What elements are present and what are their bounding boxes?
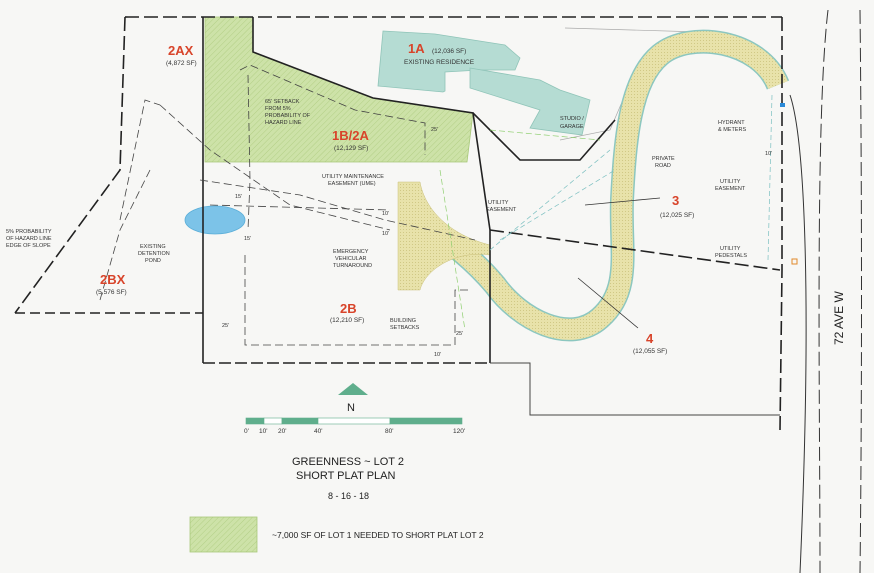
green-dash-lines bbox=[439, 129, 601, 331]
utility-easement-lines bbox=[489, 94, 773, 261]
lot-2ax-label: 2AX bbox=[168, 43, 194, 58]
legend-swatch bbox=[189, 516, 258, 553]
studio-garage-footprint bbox=[469, 67, 591, 136]
lot-2b-area: (12,210 SF) bbox=[330, 317, 364, 324]
arrows bbox=[577, 197, 661, 329]
lot-1a-area: (12,036 SF) bbox=[432, 48, 466, 55]
street-lines bbox=[789, 9, 862, 573]
scale-bar bbox=[245, 417, 463, 425]
lot-1a-label: 1A bbox=[408, 41, 425, 56]
svg-text:20': 20' bbox=[278, 428, 286, 435]
svg-text:0': 0' bbox=[244, 428, 249, 435]
lot-1a-desc: EXISTING RESIDENCE bbox=[404, 59, 475, 66]
studio-garage-note: STUDIO /GARAGE bbox=[560, 116, 584, 130]
street-label: 72 AVE W bbox=[832, 291, 846, 345]
hydrant-icon bbox=[780, 103, 785, 107]
svg-text:80': 80' bbox=[385, 428, 393, 435]
lot-2ax-area: (4,872 SF) bbox=[166, 60, 197, 67]
svg-text:15': 15' bbox=[244, 236, 251, 242]
svg-text:25': 25' bbox=[456, 331, 463, 337]
svg-text:40': 40' bbox=[314, 428, 322, 435]
lot-1b2a-area: (12,129 SF) bbox=[334, 145, 368, 152]
north-label: N bbox=[347, 402, 355, 414]
svg-text:10': 10' bbox=[434, 352, 441, 358]
lot-2bx-label: 2BX bbox=[100, 272, 126, 287]
setback-lines bbox=[99, 64, 476, 346]
svg-text:120': 120' bbox=[453, 428, 465, 435]
svg-text:10': 10' bbox=[765, 151, 772, 157]
legend-text: ~7,000 SF OF LOT 1 NEEDED TO SHORT PLAT … bbox=[272, 530, 484, 540]
svg-text:10': 10' bbox=[259, 428, 267, 435]
svg-text:15': 15' bbox=[235, 194, 242, 200]
title-line-1: GREENNESS ~ LOT 2 bbox=[292, 456, 404, 468]
hydrant-note: HYDRANT& METERS bbox=[718, 120, 746, 133]
dimension-labels: 25' 15' 15' 10' 10' 25' 25' 10' 10' bbox=[222, 127, 772, 358]
north-arrow-icon bbox=[338, 383, 368, 395]
lot-3-label: 3 bbox=[672, 193, 679, 208]
lot-3-area: (12,025 SF) bbox=[660, 212, 694, 219]
lot-boundaries bbox=[14, 16, 783, 431]
lot-1b2a-label: 1B/2A bbox=[332, 128, 369, 143]
utility-pedestals-note: PEDESTALS bbox=[715, 253, 747, 259]
detention-pond bbox=[184, 205, 246, 235]
scale-labels: 0' 10' 20' 40' 80' 120' bbox=[244, 428, 465, 435]
svg-text:10': 10' bbox=[382, 211, 389, 217]
title-line-2: SHORT PLAT PLAN bbox=[296, 470, 396, 482]
utility-pedestals-note-top: UTILITY bbox=[720, 246, 741, 252]
utility-pedestal-icon bbox=[791, 258, 798, 265]
lot-4-label: 4 bbox=[646, 331, 654, 346]
lot-2b-label: 2B bbox=[340, 301, 357, 316]
lot-2bx-area: (5,576 SF) bbox=[96, 289, 127, 296]
svg-text:25': 25' bbox=[431, 127, 438, 133]
svg-text:25': 25' bbox=[222, 323, 229, 329]
title-date: 8 - 16 - 18 bbox=[328, 491, 369, 501]
lot-4-area: (12,055 SF) bbox=[633, 348, 667, 355]
svg-text:10': 10' bbox=[382, 231, 389, 237]
